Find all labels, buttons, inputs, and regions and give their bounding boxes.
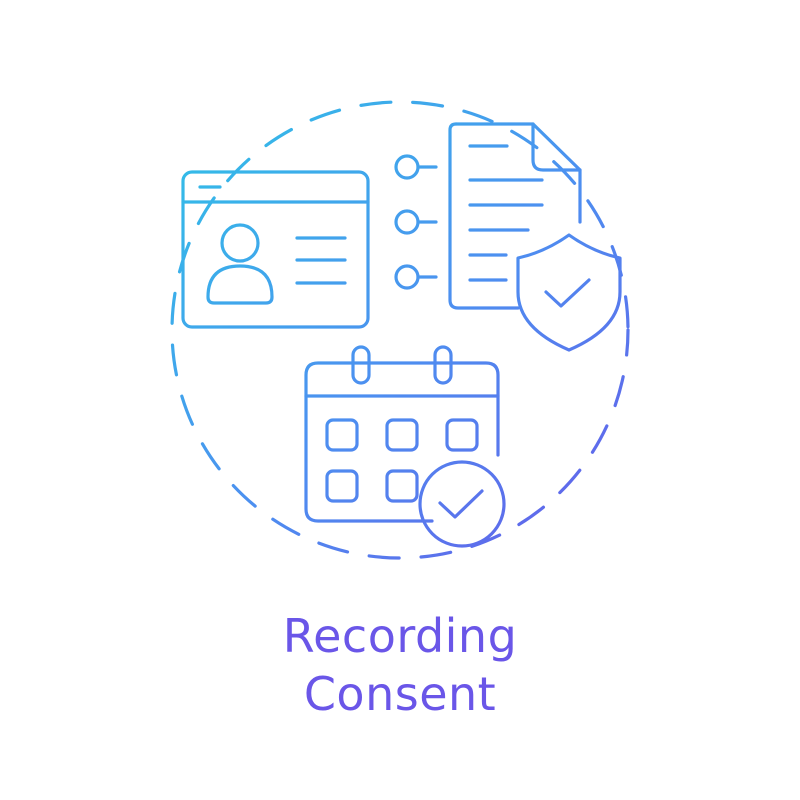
shield-check-icon <box>516 233 622 352</box>
document-icon <box>448 122 582 310</box>
calendar-icon <box>304 345 500 523</box>
connector-dots-icon <box>394 154 438 290</box>
caption-line-2: Consent <box>303 667 497 721</box>
profile-window-icon <box>181 170 370 329</box>
caption-line-1: Recording <box>282 609 518 663</box>
dashed-circle <box>170 100 630 560</box>
check-circle-icon <box>418 460 506 548</box>
